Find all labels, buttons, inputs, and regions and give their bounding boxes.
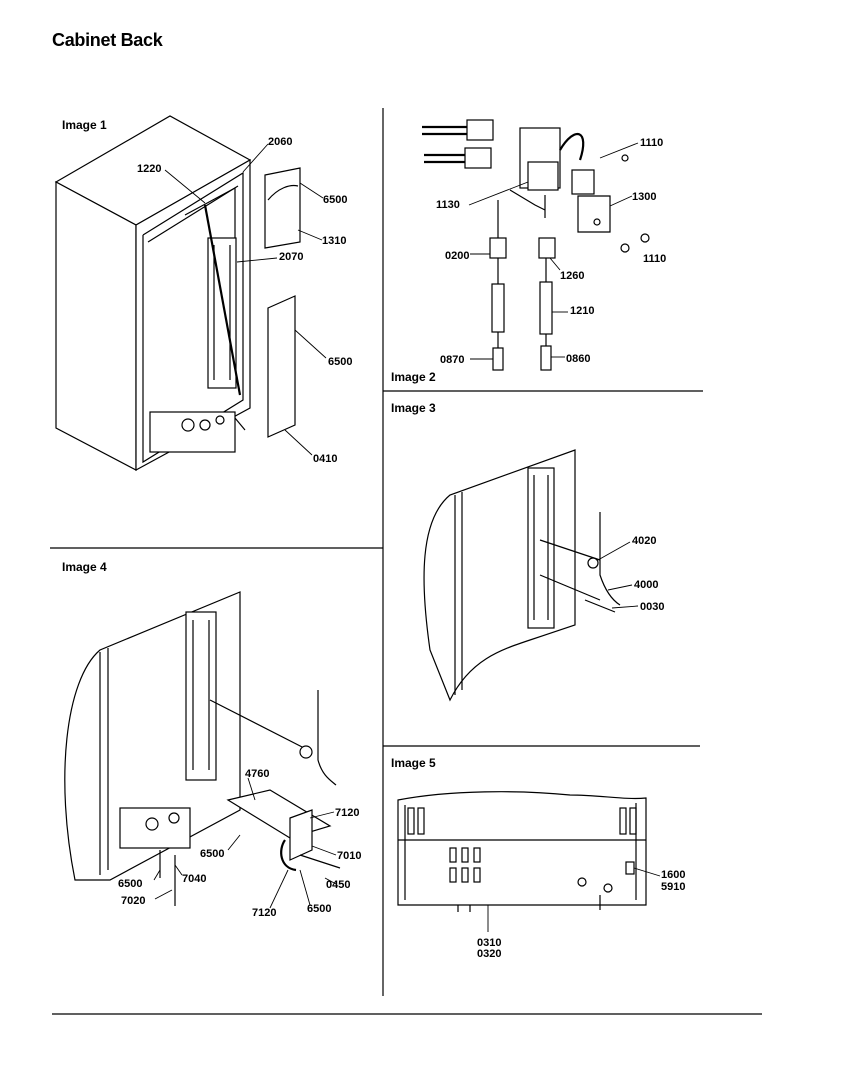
callout-1600: 1600 [661, 869, 685, 881]
callout-7120: 7120 [252, 907, 276, 919]
image-5-callouts: 1600 5910 0310 0320 [477, 869, 685, 960]
callout-1210: 1210 [570, 305, 594, 317]
callout-2060: 2060 [268, 136, 292, 148]
callout-1310: 1310 [322, 235, 346, 247]
panel-dividers [50, 108, 762, 1015]
callout-1110: 1110 [640, 137, 663, 149]
callout-0870: 0870 [440, 354, 464, 366]
callout-0410: 0410 [313, 453, 337, 465]
callout-7010: 7010 [337, 850, 361, 862]
image-4-cabinet-drawing [64, 591, 341, 906]
callout-0030: 0030 [640, 601, 664, 613]
callout-0200: 0200 [445, 250, 469, 262]
panel-label-image-5: Image 5 [391, 756, 436, 770]
image-1-leaders [164, 143, 327, 456]
callout-1110: 1110 [643, 253, 666, 265]
page-title: Cabinet Back [52, 30, 163, 50]
image-4-leaders [153, 777, 337, 909]
callout-7120: 7120 [335, 807, 359, 819]
image-3-callouts: 4020 4000 0030 [632, 535, 664, 613]
callout-1220: 1220 [137, 163, 161, 175]
image-3-cabinet-drawing [423, 449, 621, 702]
panel-label-image-2: Image 2 [391, 370, 436, 384]
callout-6500: 6500 [323, 194, 347, 206]
image-2-valve-drawing [422, 119, 650, 371]
panel-label-image-4: Image 4 [62, 560, 107, 574]
image-5-leaders [487, 867, 661, 932]
callout-0450: 0450 [326, 879, 350, 891]
image-5-panel-drawing [397, 791, 647, 912]
callout-7040: 7040 [182, 873, 206, 885]
image-3-leaders [597, 541, 639, 609]
image-1-callouts: 1220 2060 6500 1310 2070 6500 0410 [137, 136, 352, 465]
callout-0320: 0320 [477, 948, 501, 960]
callout-4760: 4760 [245, 768, 269, 780]
callout-0310: 0310 [477, 937, 501, 949]
callout-1260: 1260 [560, 270, 584, 282]
image-2-callouts: 1110 1130 1300 1110 0200 1260 1210 0870 … [436, 137, 666, 366]
panel-label-image-3: Image 3 [391, 401, 436, 415]
callout-1300: 1300 [632, 191, 656, 203]
callout-6500: 6500 [328, 356, 352, 368]
callout-4000: 4000 [634, 579, 658, 591]
callout-4020: 4020 [632, 535, 656, 547]
callout-1130: 1130 [436, 199, 460, 211]
callout-6500: 6500 [200, 848, 224, 860]
callout-6500: 6500 [307, 903, 331, 915]
image-1-cabinet-drawing [54, 115, 301, 472]
callout-7020: 7020 [121, 895, 145, 907]
panel-label-image-1: Image 1 [62, 118, 107, 132]
image-2-leaders [468, 142, 639, 360]
callout-0860: 0860 [566, 353, 590, 365]
callout-6500: 6500 [118, 878, 142, 890]
callout-5910: 5910 [661, 881, 685, 893]
image-4-callouts: 4760 7120 6500 7010 6500 7040 0450 7020 … [118, 768, 361, 919]
callout-2070: 2070 [279, 251, 303, 263]
